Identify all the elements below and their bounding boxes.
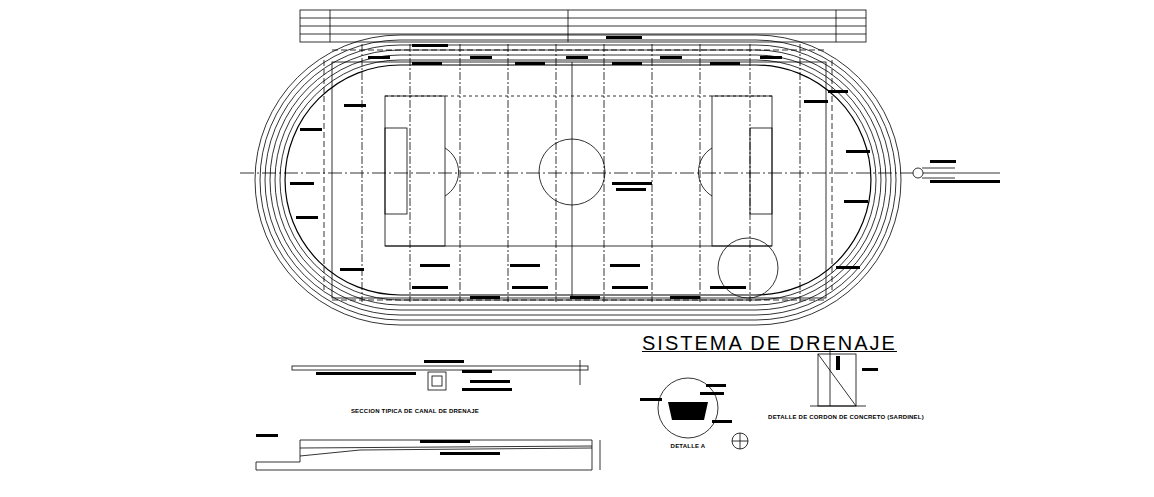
detail-caption: DETALLE A (671, 443, 706, 449)
drawing-title: SISTEMA DE DRENAJE (642, 332, 897, 355)
detail-caption: DETALLE DE CORDON DE CONCRETO (SARDINEL) (768, 414, 924, 420)
section-caption: SECCION TIPICA DE CANAL DE DRENAJE (351, 408, 479, 414)
